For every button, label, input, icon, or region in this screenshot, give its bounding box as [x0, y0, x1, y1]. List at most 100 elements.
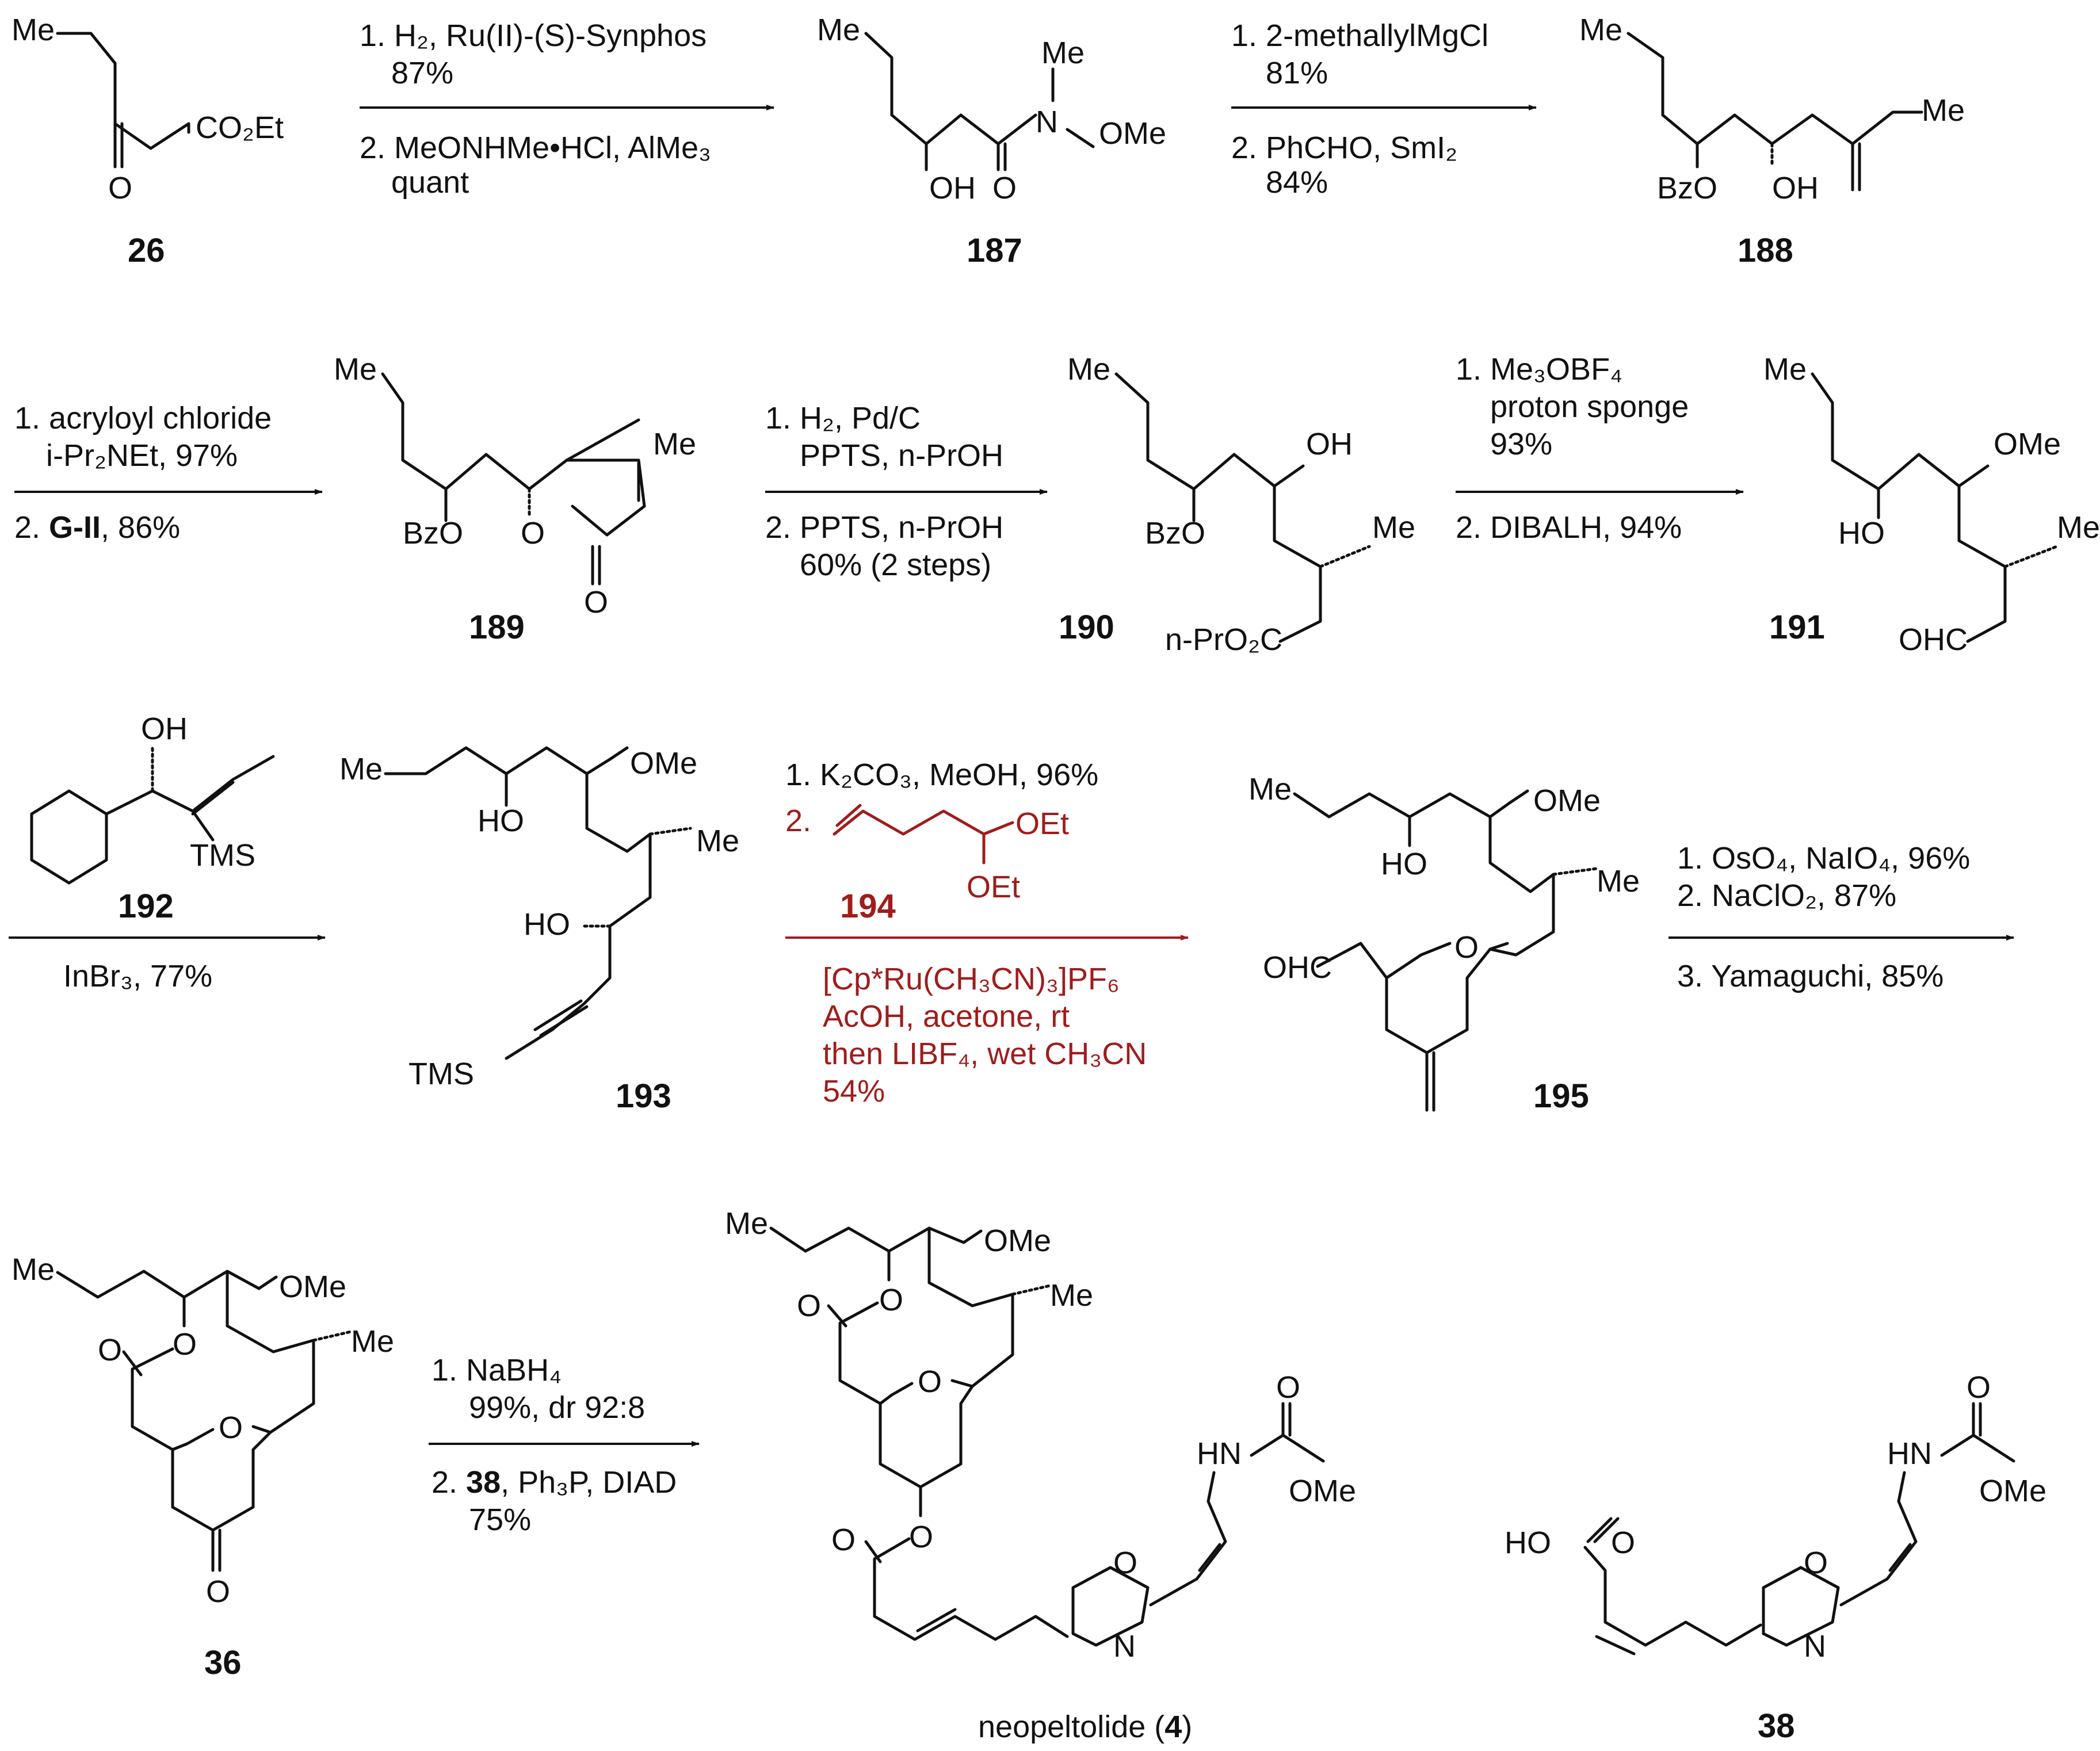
- step-6: InBr₃, 77%: [9, 935, 326, 993]
- svg-text:O: O: [1804, 1546, 1828, 1580]
- svg-text:BzO: BzO: [1145, 516, 1205, 550]
- svg-text:Me: Me: [351, 1324, 394, 1359]
- svg-text:Me: Me: [12, 13, 55, 47]
- svg-text:2. G-II, 86%: 2. G-II, 86%: [14, 510, 180, 545]
- svg-text:InBr₃, 77%: InBr₃, 77%: [63, 959, 212, 993]
- svg-text:HN: HN: [1887, 1436, 1932, 1471]
- svg-text:Me: Me: [725, 1206, 768, 1241]
- svg-text:TMS: TMS: [408, 1057, 474, 1091]
- structure-192: OH TMS 192: [30, 712, 275, 925]
- svg-text:OH: OH: [141, 712, 188, 746]
- svg-text:Me: Me: [1067, 352, 1110, 387]
- compound-label-190: 190: [1059, 609, 1114, 646]
- svg-text:PPTS, n-PrOH: PPTS, n-PrOH: [800, 438, 1003, 473]
- svg-text:1. H₂, Pd/C: 1. H₂, Pd/C: [765, 401, 921, 435]
- svg-text:HO: HO: [1838, 516, 1885, 550]
- svg-text:OMe: OMe: [984, 1224, 1051, 1258]
- structure-187: Me OH O N Me OMe 187: [817, 13, 1166, 269]
- svg-text:1. Me₃OBF₄: 1. Me₃OBF₄: [1456, 352, 1622, 387]
- svg-text:2. 38, Ph₃P, DIAD: 2. 38, Ph₃P, DIAD: [432, 1465, 677, 1500]
- svg-text:Me: Me: [1579, 13, 1622, 47]
- compound-label-191: 191: [1769, 609, 1825, 646]
- svg-text:N: N: [1036, 105, 1058, 139]
- svg-text:81%: 81%: [1266, 56, 1328, 90]
- svg-text:2. MeONHMe•HCl, AlMe₃: 2. MeONHMe•HCl, AlMe₃: [360, 131, 711, 165]
- step-9: 1. NaBH₄ 99%, dr 92:8 2. 38, Ph₃P, DIAD …: [429, 1353, 700, 1537]
- step-7: 1. K₂CO₃, MeOH, 96% 2. OEt OEt 194 [Cp*R…: [785, 758, 1189, 1108]
- svg-text:Me: Me: [334, 352, 377, 387]
- svg-text:1. K₂CO₃, MeOH, 96%: 1. K₂CO₃, MeOH, 96%: [785, 758, 1098, 792]
- structure-195: Me HO OMe Me O OHC 195: [1248, 772, 1640, 1115]
- structure-188: Me BzO OH Me 188: [1579, 13, 1965, 269]
- svg-text:Me: Me: [1050, 1278, 1093, 1313]
- svg-text:1. OsO₄, NaIO₄, 96%: 1. OsO₄, NaIO₄, 96%: [1677, 841, 1970, 876]
- svg-text:Me: Me: [1763, 352, 1807, 387]
- svg-text:99%, dr 92:8: 99%, dr 92:8: [469, 1390, 645, 1425]
- svg-text:OMe: OMe: [1979, 1474, 2046, 1508]
- structure-26: Me O CO₂Et 26: [12, 13, 284, 269]
- svg-text:Me: Me: [1597, 864, 1640, 899]
- svg-text:O: O: [173, 1327, 197, 1362]
- svg-text:1. H₂, Ru(II)-(S)-Synphos: 1. H₂, Ru(II)-(S)-Synphos: [360, 18, 707, 53]
- step-3: 1. acryloyl chloride i-Pr₂NEt, 97% 2. G-…: [14, 401, 323, 545]
- svg-text:Me: Me: [653, 427, 696, 461]
- compound-label-194: 194: [840, 888, 896, 925]
- svg-text:2.: 2.: [785, 804, 811, 838]
- svg-text:O: O: [98, 1333, 122, 1367]
- svg-text:Me: Me: [2057, 510, 2100, 545]
- svg-text:OMe: OMe: [279, 1270, 346, 1304]
- compound-label-189: 189: [469, 609, 525, 646]
- svg-text:quant: quant: [391, 165, 469, 200]
- svg-text:O: O: [206, 1574, 230, 1609]
- step-2: 1. 2-methallylMgCl 81% 2. PhCHO, SmI₂ 84…: [1231, 18, 1537, 200]
- svg-text:54%: 54%: [823, 1074, 885, 1108]
- svg-text:BzO: BzO: [1657, 171, 1717, 205]
- svg-text:Me: Me: [1041, 36, 1085, 70]
- structure-193: Me HO OMe Me HO TMS 193: [339, 746, 739, 1115]
- svg-text:84%: 84%: [1266, 165, 1328, 200]
- svg-text:2. NaClO₂, 87%: 2. NaClO₂, 87%: [1677, 878, 1896, 913]
- svg-text:O: O: [918, 1364, 942, 1399]
- compound-label-188: 188: [1738, 232, 1793, 269]
- svg-text:OMe: OMe: [1994, 427, 2061, 461]
- svg-text:Me: Me: [696, 824, 739, 858]
- svg-text:Me: Me: [1372, 510, 1415, 545]
- svg-text:OMe: OMe: [630, 746, 697, 781]
- svg-text:O: O: [797, 1289, 821, 1323]
- compound-label-187: 187: [967, 232, 1022, 269]
- svg-text:OMe: OMe: [1099, 116, 1166, 151]
- structure-189: Me Me BzO O O 189: [334, 352, 696, 646]
- step-4: 1. H₂, Pd/C PPTS, n-PrOH 2. PPTS, n-PrOH…: [765, 401, 1048, 582]
- svg-text:Me: Me: [12, 1252, 55, 1287]
- svg-text:O: O: [1967, 1370, 1991, 1405]
- svg-text:HO: HO: [478, 804, 524, 838]
- svg-text:HO: HO: [524, 907, 570, 942]
- svg-text:Me: Me: [1922, 93, 1965, 128]
- svg-text:3. Yamaguchi, 85%: 3. Yamaguchi, 85%: [1677, 959, 1944, 993]
- svg-text:OMe: OMe: [1533, 783, 1601, 818]
- svg-text:OHC: OHC: [1899, 622, 1968, 657]
- svg-text:1. NaBH₄: 1. NaBH₄: [432, 1353, 562, 1387]
- svg-text:O: O: [108, 171, 132, 205]
- structure-191: Me HO OMe Me OHC 191: [1763, 352, 2100, 657]
- svg-text:O: O: [1454, 930, 1479, 965]
- svg-text:2. PhCHO, SmI₂: 2. PhCHO, SmI₂: [1231, 131, 1457, 165]
- structure-38: HO O O N HN O OMe 38: [1505, 1370, 2046, 1745]
- svg-text:O: O: [584, 585, 608, 620]
- compound-label-192: 192: [118, 888, 174, 925]
- svg-text:93%: 93%: [1490, 427, 1552, 461]
- svg-text:75%: 75%: [469, 1503, 531, 1537]
- compound-label-193: 193: [616, 1077, 671, 1115]
- svg-text:O: O: [1113, 1546, 1137, 1580]
- svg-text:TMS: TMS: [190, 838, 255, 873]
- svg-text:2. DIBALH, 94%: 2. DIBALH, 94%: [1456, 510, 1682, 545]
- structure-36: Me O O OMe Me O O 36: [12, 1252, 394, 1681]
- svg-text:60% (2 steps): 60% (2 steps): [800, 548, 991, 582]
- step-1: 1. H₂, Ru(II)-(S)-Synphos 87% 2. MeONHMe…: [360, 18, 774, 200]
- svg-text:HO: HO: [1381, 847, 1427, 881]
- svg-text:proton sponge: proton sponge: [1490, 389, 1689, 424]
- svg-text:O: O: [879, 1283, 903, 1317]
- svg-text:2. PPTS, n-PrOH: 2. PPTS, n-PrOH: [765, 510, 1003, 545]
- svg-text:OMe: OMe: [1289, 1474, 1356, 1508]
